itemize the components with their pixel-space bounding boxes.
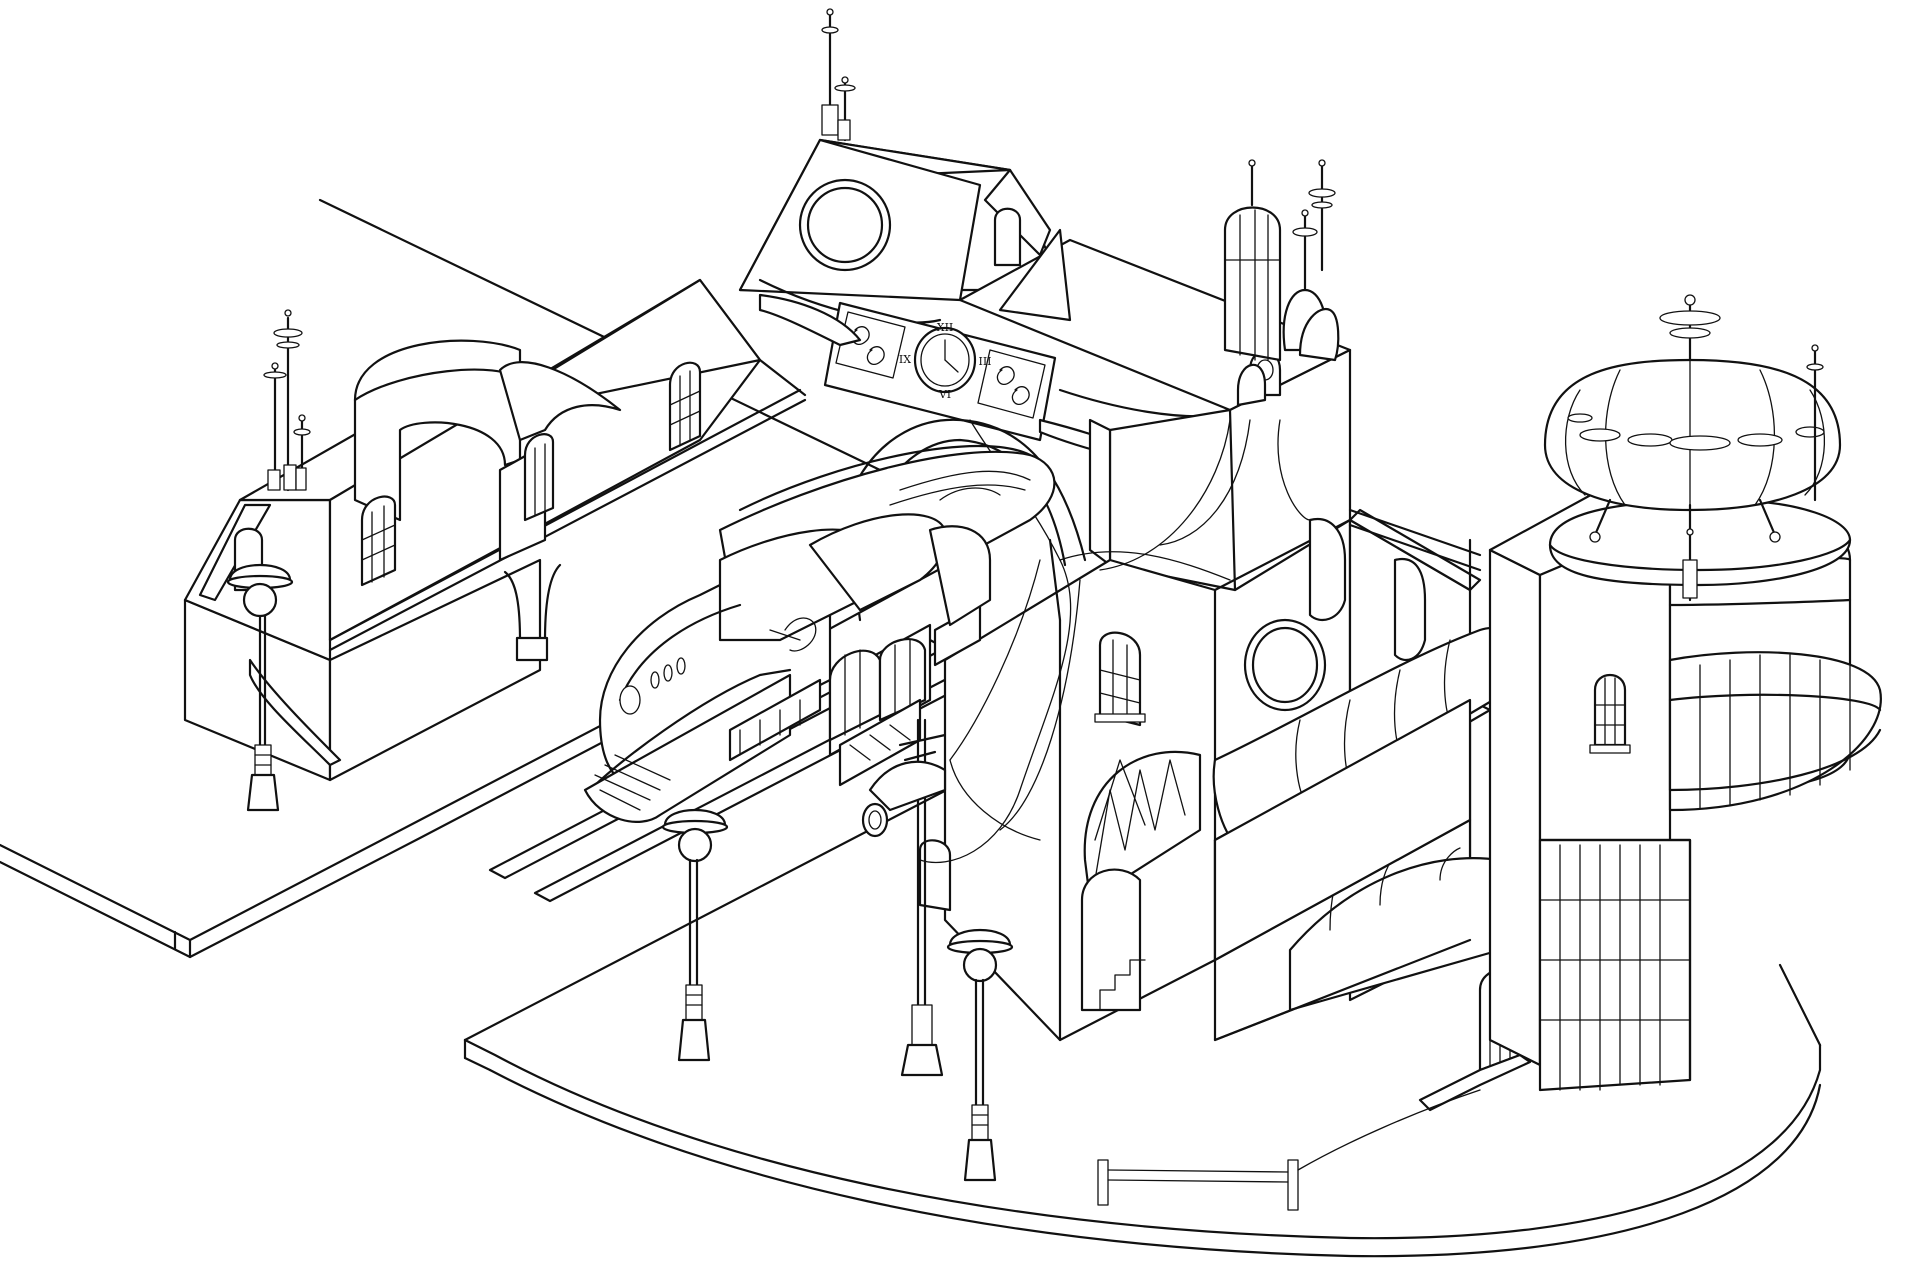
hanging-cables	[919, 419, 1311, 864]
streamlined-train	[583, 444, 1056, 823]
clock-numeral-9: IX	[899, 353, 911, 366]
clock-numeral-3: III	[978, 355, 991, 368]
right-observation-tower	[1488, 294, 1882, 1092]
street-lamp-1	[226, 563, 294, 812]
glass-passage	[1212, 508, 1515, 1042]
clock-numeral-6: VI	[938, 388, 951, 401]
street-lamp-3	[946, 928, 1014, 1182]
street-lamp-2	[661, 808, 729, 1062]
clock-numeral-12: XII	[937, 321, 954, 334]
fence	[1097, 1089, 1481, 1211]
left-antennas	[263, 309, 311, 492]
signal-pole	[861, 718, 947, 1077]
